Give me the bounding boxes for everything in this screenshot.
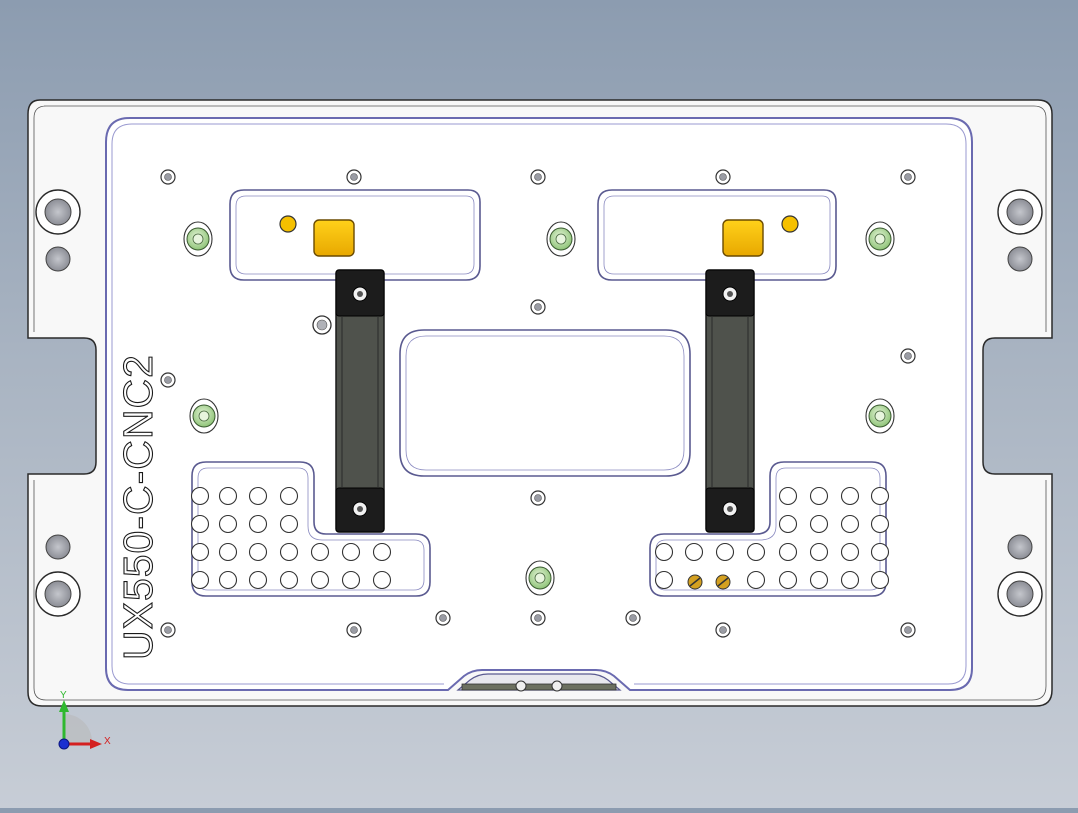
locator-pin-icon [183, 221, 213, 257]
screw-hole-icon [160, 169, 176, 185]
perforation-hole [218, 514, 238, 534]
perforation-hole [715, 542, 735, 562]
perforation-hole [341, 570, 361, 590]
perforation-hole [809, 486, 829, 506]
perforation-hole [778, 570, 798, 590]
screw-hole-icon [900, 622, 916, 638]
perforation-hole [341, 542, 361, 562]
perforation-hole [870, 514, 890, 534]
perforation-hole [840, 486, 860, 506]
locator-pin-icon [189, 398, 219, 434]
base-plate-chamfer [33, 105, 1047, 701]
screw-hole-group [160, 169, 916, 638]
perforation-hole [190, 570, 210, 590]
window-center-inner [405, 335, 685, 471]
part-label: UX550-C-CNC2 [115, 354, 161, 660]
window-top-right [597, 189, 837, 281]
axis-triad: Y X [58, 690, 111, 750]
perforation-hole [746, 570, 766, 590]
locator-pin-icon [525, 560, 555, 596]
perforation-hole [809, 514, 829, 534]
bottom-notch-bar [461, 683, 617, 691]
perforation-hole [279, 542, 299, 562]
screw-hole-icon [312, 315, 332, 335]
perforation-hole [310, 570, 330, 590]
perforation-hole [248, 514, 268, 534]
perforation-hole [279, 486, 299, 506]
perforation-hole [248, 486, 268, 506]
perforation-hole [218, 542, 238, 562]
screw-hole-icon [715, 622, 731, 638]
screw-hole-icon [625, 610, 641, 626]
perforation-hole [809, 570, 829, 590]
perforation-hole [654, 542, 674, 562]
perforation-hole [778, 486, 798, 506]
inner-pocket-edge [111, 123, 967, 685]
perforation-group [190, 486, 890, 590]
locator-group [183, 221, 895, 596]
flange-holes [35, 189, 1043, 617]
perforation-hole [840, 570, 860, 590]
perforation-hole [218, 486, 238, 506]
perforation-hole [778, 514, 798, 534]
perforation-hole [870, 570, 890, 590]
perforation-hole [190, 542, 210, 562]
screw-hole-icon [530, 299, 546, 315]
perforation-hole [746, 542, 766, 562]
pad-yellow-left [313, 219, 355, 257]
screw-hole-icon [900, 169, 916, 185]
perforation-hole [190, 514, 210, 534]
triad-x-label: X [104, 736, 111, 747]
screw-hole-icon [530, 490, 546, 506]
perforation-hole [870, 542, 890, 562]
pin-yellow-left [279, 215, 297, 233]
window-center [399, 329, 691, 477]
perforation-hole [840, 514, 860, 534]
locator-pin-icon [546, 221, 576, 257]
locator-pin-icon [865, 398, 895, 434]
perforation-hole [684, 542, 704, 562]
screw-hole-icon [346, 622, 362, 638]
perforation-hole [248, 570, 268, 590]
screw-hole-icon [530, 610, 546, 626]
clamp-arm-right [705, 269, 755, 533]
screw-hole-icon [900, 348, 916, 364]
screw-hole-icon [160, 372, 176, 388]
perforation-hole [778, 542, 798, 562]
triad-y-label: Y [60, 690, 67, 701]
screw-hole-icon [346, 169, 362, 185]
notch-pin-left [515, 680, 527, 692]
perforation-hole [372, 570, 392, 590]
perforation-hole [654, 570, 674, 590]
notch-pin-right [551, 680, 563, 692]
perforation-hole [840, 542, 860, 562]
perforation-hole [310, 542, 330, 562]
perforation-hole [372, 542, 392, 562]
perforation-hole [248, 542, 268, 562]
locator-pin-icon [865, 221, 895, 257]
perforation-hole [809, 542, 829, 562]
triad-origin [58, 738, 70, 750]
perforation-hole [870, 486, 890, 506]
pin-yellow-right [781, 215, 799, 233]
window-top-left [229, 189, 481, 281]
gold-screws [687, 574, 731, 590]
screw-hole-icon [530, 169, 546, 185]
perforation-hole [279, 514, 299, 534]
perforation-hole [190, 486, 210, 506]
window-top-left-inner [235, 195, 475, 275]
perforation-hole [218, 570, 238, 590]
perforation-hole [279, 570, 299, 590]
screw-hole-icon [160, 622, 176, 638]
window-top-right-inner [603, 195, 831, 275]
pad-yellow-right [722, 219, 764, 257]
clamp-arm-left [335, 269, 385, 533]
screw-hole-icon [715, 169, 731, 185]
screw-hole-icon [435, 610, 451, 626]
